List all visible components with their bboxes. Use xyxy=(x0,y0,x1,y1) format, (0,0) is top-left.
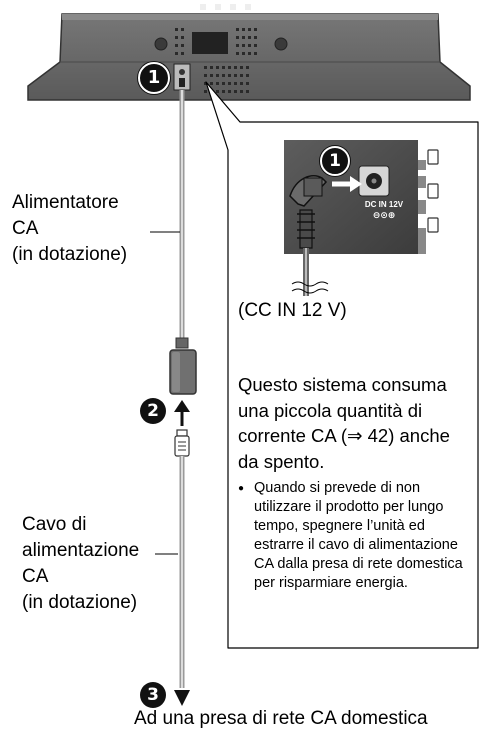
ac-adapter-assembly xyxy=(170,90,196,394)
screw-hole-right xyxy=(275,38,287,50)
step-one-zoom-badge: 1 xyxy=(320,146,350,176)
callout-text: Questo sistema consuma una piccola quant… xyxy=(238,372,472,593)
step-one-badge: 1 xyxy=(138,62,170,94)
top-buttons xyxy=(200,4,251,10)
arrow-down-icon xyxy=(174,690,190,706)
energy-saving-note: ● Quando si prevede di non utilizzare il… xyxy=(238,479,472,593)
bullet-icon: ● xyxy=(238,479,254,593)
step-two-badge: 2 xyxy=(140,398,166,424)
side-buttons xyxy=(428,150,438,232)
standby-power-text: Questo sistema consuma una piccola quant… xyxy=(238,372,472,474)
screw-hole-left xyxy=(155,38,167,50)
speaker-unit xyxy=(28,4,470,100)
battery-slot xyxy=(192,32,228,54)
ac-power-cord xyxy=(175,430,189,688)
jack-marking: DC IN 12V ⊖⊙⊕ xyxy=(362,200,406,220)
destination-label: Ad una presa di rete CA domestica xyxy=(134,706,428,732)
step-three-badge: 3 xyxy=(140,682,166,708)
ac-adapter-label: Alimentatore CA (in dotazione) xyxy=(12,190,127,268)
dc-in-caption: (CC IN 12 V) xyxy=(238,298,347,324)
power-cord-label: Cavo di alimentazione CA (in dotazione) xyxy=(22,512,139,616)
arrow-up-icon xyxy=(174,400,190,426)
